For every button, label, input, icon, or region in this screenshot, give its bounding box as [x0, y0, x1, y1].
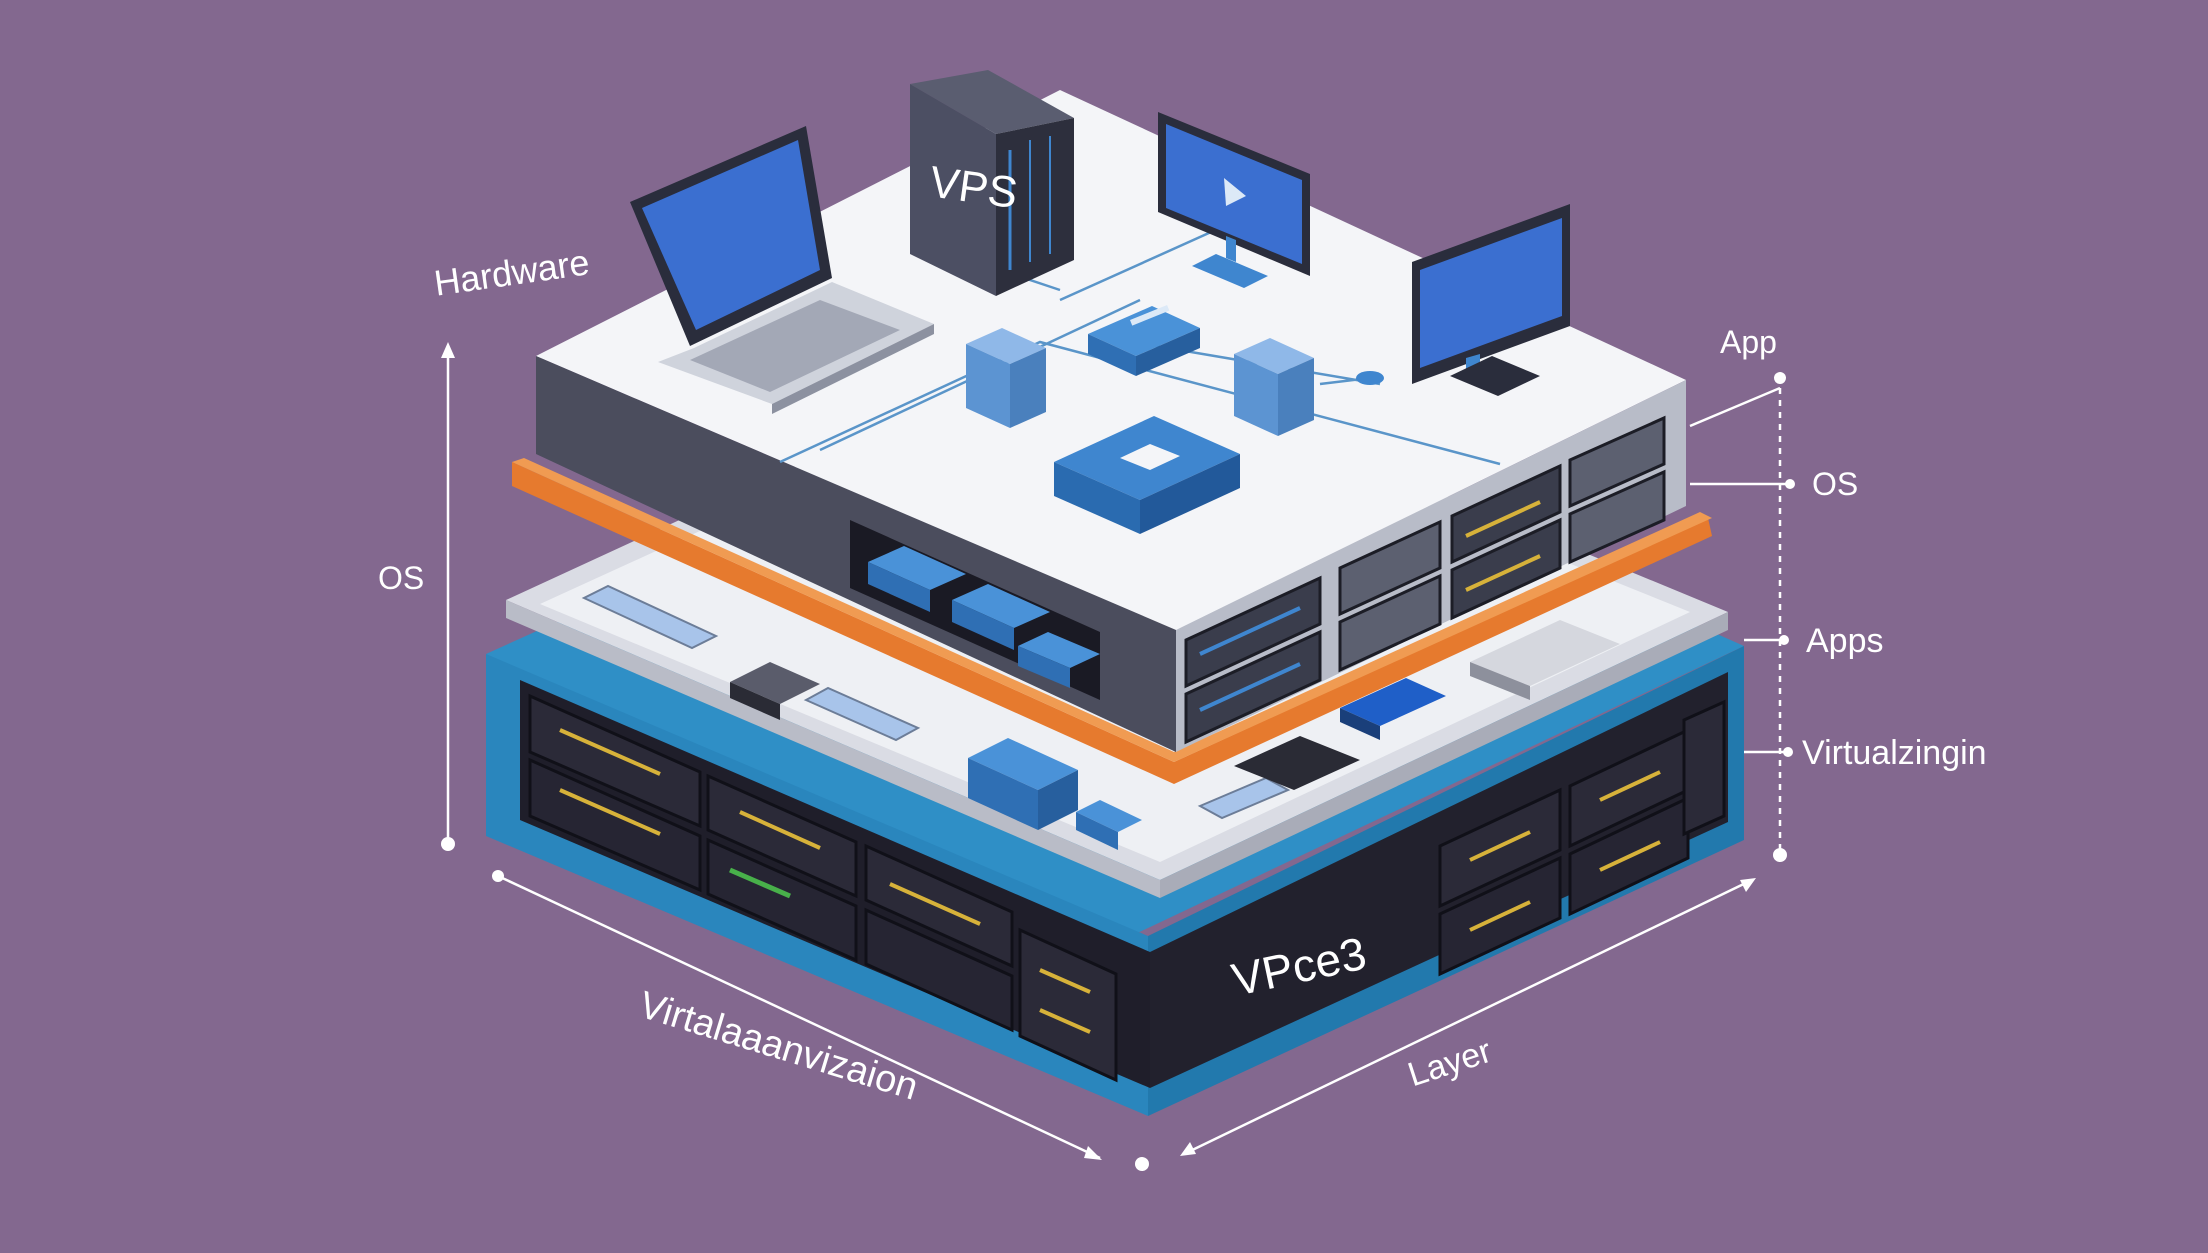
label-app: App — [1720, 324, 1777, 360]
label-os-right: OS — [1812, 466, 1859, 502]
monitor-icon-right — [1412, 204, 1570, 396]
monitor-icon — [1158, 112, 1310, 288]
top-platform-layer: VPS — [536, 70, 1686, 752]
tower-device-label: VPS — [927, 157, 1021, 218]
dimension-lines — [441, 342, 1795, 1171]
bottom-right-dimension — [1183, 878, 1753, 1156]
storage-block-icon — [966, 328, 1384, 436]
laptop-icon — [630, 126, 934, 414]
keyboard-icon — [581, 584, 719, 650]
label-os-left: OS — [378, 560, 425, 596]
label-apps: Apps — [1806, 622, 1884, 660]
cluster-icon — [1054, 416, 1240, 534]
network-switch-icon — [1088, 305, 1200, 376]
bottom-left-dimension — [497, 874, 1101, 1160]
label-virtualizing: Virtualzingin — [1802, 734, 1987, 772]
server-tower-icon: VPS — [910, 70, 1074, 296]
